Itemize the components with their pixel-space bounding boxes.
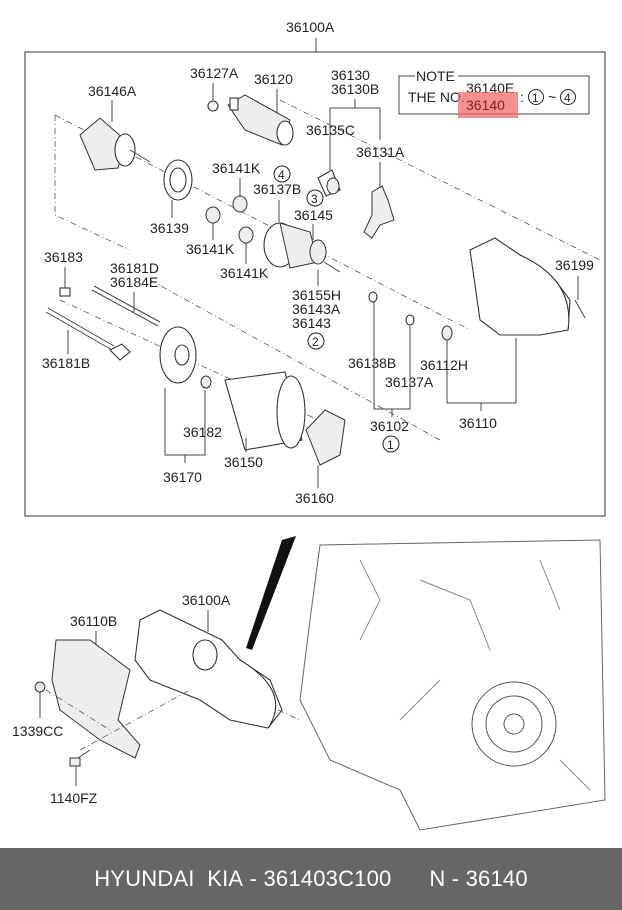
circled-ref-3-text: 3 xyxy=(311,192,318,206)
label-36130B: 36130B xyxy=(331,81,379,97)
circled-ref-3 xyxy=(306,189,324,207)
label-36183: 36183 xyxy=(44,249,83,265)
axis-guide xyxy=(279,99,601,261)
pointer-arrow xyxy=(246,536,296,650)
label-36143: 36143 xyxy=(292,315,331,331)
label-36110: 36110 xyxy=(459,415,497,431)
label-36112H: 36112H xyxy=(420,357,468,373)
label-36181B: 36181B xyxy=(42,355,90,371)
circled-ref-1-text: 1 xyxy=(387,438,394,452)
label-36137B: 36137B xyxy=(253,181,301,197)
leader-line xyxy=(373,302,411,417)
parts-diagram: 36100A NOTE THE NO. 36140E 36140 : 1 ~ 4… xyxy=(12,19,606,831)
label-36131A: 36131A xyxy=(356,144,405,160)
note-separator: : xyxy=(520,89,524,105)
note-range-end: 4 xyxy=(564,91,571,105)
part-number-footer: HYUNDAI KIA - 361403C100 N - 36140 xyxy=(0,848,622,910)
axis-guide xyxy=(54,115,131,251)
note-range-start: 1 xyxy=(532,91,539,105)
circled-ref-2-text: 2 xyxy=(312,335,319,349)
nut-part xyxy=(34,681,46,693)
label-36170: 36170 xyxy=(163,469,202,485)
lever-part xyxy=(363,185,395,239)
note-title: NOTE xyxy=(416,68,455,84)
note-highlighted-number: 36140 xyxy=(466,97,505,113)
label-36181D: 36181D xyxy=(110,260,159,276)
label-36143A: 36143A xyxy=(292,301,341,317)
solenoid-part xyxy=(227,94,294,146)
label-36137A: 36137A xyxy=(385,374,434,390)
label-36102: 36102 xyxy=(370,418,409,434)
circled-ref-4-text: 4 xyxy=(278,168,285,182)
label-36141K-c: 36141K xyxy=(220,265,269,281)
circled-ref-2 xyxy=(307,332,325,350)
front-housing-part xyxy=(469,237,571,336)
plate-part xyxy=(163,159,193,201)
bolt-shank xyxy=(77,749,91,759)
footer-gap xyxy=(391,866,429,892)
footer-n-number: 36140 xyxy=(465,866,528,891)
starter-motor-part xyxy=(134,609,283,729)
nut-part xyxy=(207,100,219,112)
label-1339CC: 1339CC xyxy=(12,723,63,739)
through-bolt-part xyxy=(45,285,161,351)
label-36150: 36150 xyxy=(224,454,263,470)
leader-line xyxy=(446,338,517,411)
footer-brand: HYUNDAI KIA xyxy=(94,866,244,891)
heat-shield-part xyxy=(51,639,141,759)
end-frame-part xyxy=(159,326,197,384)
label-36182: 36182 xyxy=(183,424,222,440)
label-36139: 36139 xyxy=(150,220,189,236)
note-highlight xyxy=(458,92,518,118)
bushing-part xyxy=(441,325,453,341)
brush-holder-part xyxy=(305,409,346,466)
axis-guide xyxy=(45,689,191,751)
bolt-part xyxy=(574,299,586,319)
label-36146A: 36146A xyxy=(88,83,137,99)
label-1140FZ: 1140FZ xyxy=(50,790,98,806)
bolt-part xyxy=(69,757,81,767)
circled-ref-1 xyxy=(382,435,400,453)
ring-part xyxy=(368,291,378,303)
circled-ref-4 xyxy=(273,165,291,183)
label-lower-36100A: 36100A xyxy=(182,592,231,608)
bolt-part xyxy=(59,287,71,297)
label-36120: 36120 xyxy=(254,71,293,87)
note-text-prefix: THE NO. xyxy=(408,89,465,105)
label-36145: 36145 xyxy=(294,207,333,223)
footer-separator: - xyxy=(243,866,264,891)
bushing-part xyxy=(200,375,212,389)
label-36138B: 36138B xyxy=(348,355,396,371)
yoke-part xyxy=(224,371,306,451)
label-36141K-b: 36141K xyxy=(186,241,235,257)
engine-block-illustration xyxy=(299,539,606,831)
note-range-tilde: ~ xyxy=(548,89,556,105)
assembly-label: 36100A xyxy=(286,19,335,35)
label-36184E: 36184E xyxy=(110,274,158,290)
exploded-view-frame xyxy=(24,51,606,517)
note-range-end-circle xyxy=(560,89,576,105)
roller-part xyxy=(205,195,254,244)
leader-line xyxy=(329,99,381,170)
label-36110B: 36110B xyxy=(70,613,117,629)
label-36130: 36130 xyxy=(331,67,370,83)
leader-line xyxy=(164,388,206,463)
note-range-start-circle xyxy=(528,89,544,105)
plunger-part xyxy=(317,169,341,197)
note-box: NOTE THE NO. 36140E 36140 : 1 ~ 4 xyxy=(398,68,590,118)
label-36160: 36160 xyxy=(295,490,334,506)
clutch-part xyxy=(263,222,341,273)
label-36135C: 36135C xyxy=(306,122,355,138)
footer-separator-2: - xyxy=(445,866,466,891)
axis-guide xyxy=(277,709,301,721)
clip-part xyxy=(109,343,131,361)
footer-n-prefix: N xyxy=(429,866,446,891)
footer-part-number: 361403C100 xyxy=(263,866,392,891)
label-36127A: 36127A xyxy=(190,65,239,81)
label-36155H: 36155H xyxy=(292,287,341,303)
ring-part xyxy=(405,314,415,326)
armature-part xyxy=(79,117,151,171)
label-36141K-a: 36141K xyxy=(212,160,261,176)
label-36199: 36199 xyxy=(555,257,594,273)
